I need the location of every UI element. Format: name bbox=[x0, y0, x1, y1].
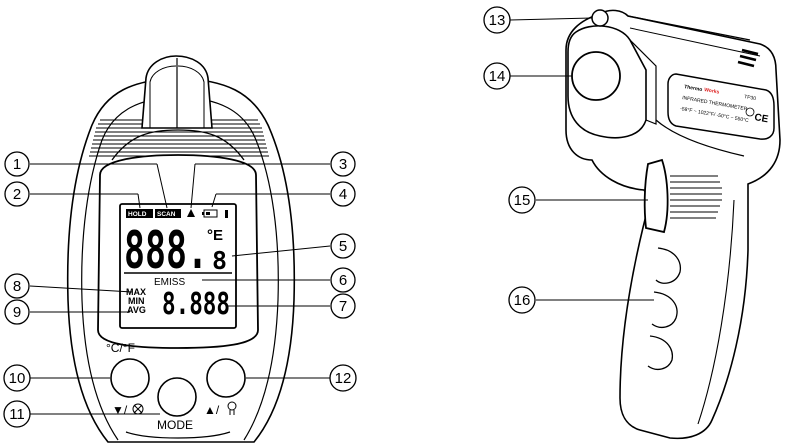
side-view bbox=[565, 9, 781, 440]
backlight-icon bbox=[132, 403, 144, 415]
callouts: 1 2 3 4 5 6 7 8 9 10 11 12 13 14 15 16 bbox=[3, 6, 536, 428]
callout-13: 13 bbox=[483, 6, 511, 34]
callout-16: 16 bbox=[508, 286, 536, 314]
laser-aperture bbox=[591, 9, 609, 27]
callout-9: 9 bbox=[4, 299, 30, 325]
callout-7: 7 bbox=[330, 293, 356, 319]
svg-text:9: 9 bbox=[13, 304, 21, 321]
emissivity-digit: 8 bbox=[212, 246, 227, 275]
side-label-plate bbox=[667, 73, 775, 140]
avg-label: AVG bbox=[127, 305, 146, 315]
lcd-content: HOLD SCAN 888. °E 8 EMISS MAX MIN AVG 8.… bbox=[124, 209, 232, 322]
svg-text:16: 16 bbox=[514, 292, 531, 309]
svg-text:12: 12 bbox=[335, 370, 352, 387]
callout-6: 6 bbox=[330, 267, 356, 293]
svg-text:11: 11 bbox=[9, 406, 25, 423]
lcd-window bbox=[119, 203, 237, 329]
main-temperature-digits: 888. bbox=[124, 221, 208, 281]
svg-text:1: 1 bbox=[13, 156, 21, 173]
scan-indicator: SCAN bbox=[157, 211, 176, 218]
brand-thermo: Thermo bbox=[684, 84, 703, 93]
disposal-icon bbox=[745, 107, 755, 117]
down-backlight-label: ▼/ bbox=[112, 403, 128, 417]
svg-text:14: 14 bbox=[489, 68, 506, 85]
svg-text:13: 13 bbox=[489, 12, 506, 29]
grip-groove-2 bbox=[651, 291, 678, 329]
hold-indicator: HOLD bbox=[128, 211, 147, 218]
svg-text:3: 3 bbox=[339, 156, 347, 173]
laser-warning-icon bbox=[187, 209, 195, 217]
svg-text:15: 15 bbox=[514, 192, 531, 209]
min-label: MIN bbox=[128, 296, 145, 306]
model-number: TP30 bbox=[744, 94, 757, 102]
sensor-lens bbox=[571, 51, 621, 101]
temperature-unit: °E bbox=[207, 227, 223, 244]
svg-text:7: 7 bbox=[339, 298, 347, 315]
up-laser-button[interactable] bbox=[206, 358, 246, 398]
svg-text:8: 8 bbox=[13, 278, 21, 295]
svg-text:2: 2 bbox=[13, 186, 21, 203]
leader-lines bbox=[29, 17, 654, 415]
callout-8: 8 bbox=[4, 273, 30, 299]
front-view bbox=[66, 55, 296, 443]
svg-text:4: 4 bbox=[339, 186, 347, 203]
svg-text:10: 10 bbox=[9, 370, 26, 387]
grip-ribs bbox=[670, 175, 722, 219]
mode-button-label: MODE bbox=[157, 418, 193, 432]
front-buttons bbox=[110, 358, 246, 417]
callout-1: 1 bbox=[4, 151, 30, 177]
callout-3: 3 bbox=[330, 151, 356, 177]
secondary-digits: 8.888 bbox=[162, 287, 230, 322]
up-laser-label: ▲/ bbox=[204, 403, 220, 417]
scan-indicator-bg bbox=[155, 209, 181, 218]
brand-works: Works bbox=[704, 87, 720, 96]
callout-11: 11 bbox=[3, 400, 31, 428]
callout-2: 2 bbox=[4, 181, 30, 207]
unit-button[interactable] bbox=[110, 358, 150, 398]
unit-button-label: °C/°F bbox=[106, 341, 135, 355]
callout-15: 15 bbox=[508, 186, 536, 214]
callout-14: 14 bbox=[483, 62, 511, 90]
emiss-label: EMISS bbox=[154, 277, 185, 288]
callout-4: 4 bbox=[330, 181, 356, 207]
side-vents bbox=[737, 48, 759, 68]
battery-icon bbox=[202, 209, 218, 218]
callout-10: 10 bbox=[3, 364, 31, 392]
svg-text:5: 5 bbox=[339, 238, 347, 255]
max-label: MAX bbox=[126, 287, 146, 297]
ce-mark: CE bbox=[753, 112, 769, 125]
grip-groove-1 bbox=[655, 247, 682, 284]
callout-5: 5 bbox=[330, 233, 356, 259]
mode-button[interactable] bbox=[157, 377, 197, 417]
hold-indicator-bg bbox=[126, 209, 153, 218]
trigger[interactable] bbox=[643, 158, 669, 234]
grip-groove-3 bbox=[647, 335, 674, 371]
callout-12: 12 bbox=[329, 364, 357, 392]
svg-text:6: 6 bbox=[339, 272, 347, 289]
bulb-icon bbox=[227, 401, 237, 415]
